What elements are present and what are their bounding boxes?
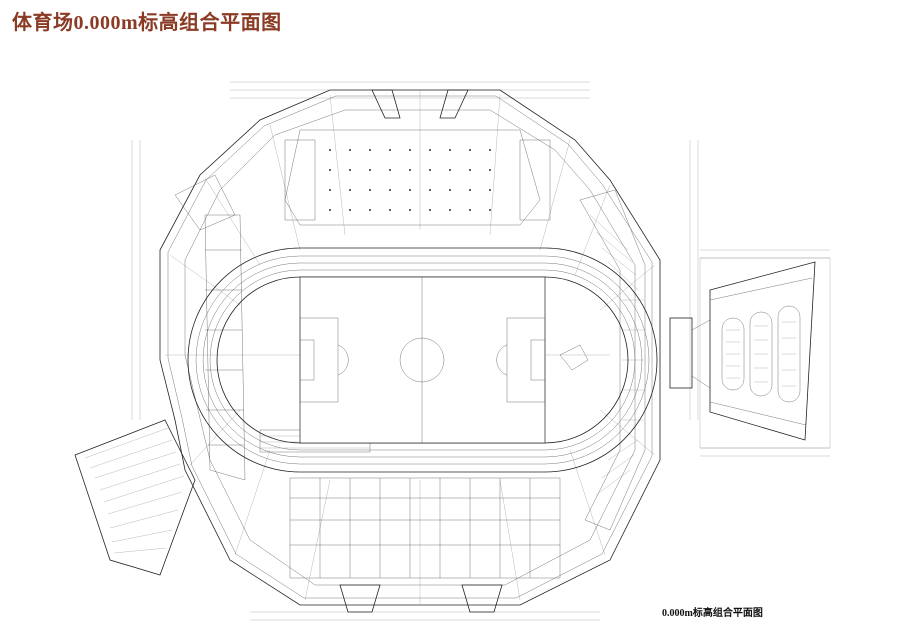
west-stand bbox=[174, 174, 246, 481]
building-outline bbox=[159, 89, 661, 606]
football-field bbox=[230, 276, 610, 444]
north-stand bbox=[284, 89, 551, 226]
page-title: 体育场0.000m标高组合平面图 bbox=[12, 12, 282, 34]
south-stand bbox=[289, 477, 561, 613]
east-annex bbox=[669, 257, 831, 449]
drawing-caption: 0.000m标高组合平面图 bbox=[662, 608, 763, 619]
east-stand bbox=[579, 189, 646, 531]
west-annex bbox=[74, 419, 196, 576]
